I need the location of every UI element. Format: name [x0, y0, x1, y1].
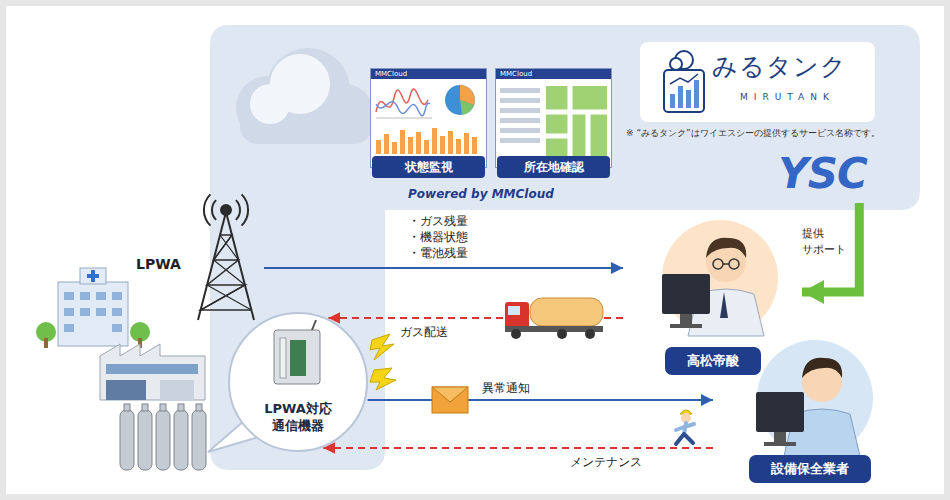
app-header: MMCloud: [375, 70, 407, 79]
company-logo: YSC: [765, 148, 880, 200]
alert-envelope: [432, 387, 468, 413]
supplier-person: [662, 220, 778, 336]
edge-label: 提供 サポート: [802, 226, 850, 258]
text-slot: メンテナンス: [570, 454, 670, 470]
text-slot: 設備保全業者: [715, 455, 905, 483]
screen-label: 状態監視: [372, 156, 485, 178]
logo-subtitle: MIRUTANK: [740, 92, 835, 102]
logo-panel: [640, 42, 875, 122]
text-slot: ※ “みるタンク”はワイエスシーの提供するサービス名称です。: [626, 127, 880, 140]
text-slot: ガス配送: [400, 324, 480, 340]
running-worker: [676, 410, 694, 444]
service-arrow: [323, 447, 713, 449]
lpwa-tower: LPWA: [190, 192, 262, 322]
app-header: MMCloud: [500, 70, 532, 79]
text-slot: ・ガス残量 ・機器状態 ・電池残量: [408, 213, 488, 261]
gas-supplier: 高松帝酸: [625, 215, 800, 375]
device-callout: LPWA対応 通信機器: [228, 312, 368, 452]
facility-buildings: [36, 268, 205, 400]
text-slot: Powered by MMCloud: [408, 187, 554, 201]
lpwa-tower-art: [198, 194, 254, 320]
dashboard-screens: [370, 68, 612, 168]
text-slot: みるタンク: [712, 50, 847, 83]
service-logo: みるタンク MIRUTANK: [640, 42, 875, 122]
edge-label: ガス配送: [400, 324, 480, 340]
screen-label: 所在地確認: [497, 156, 610, 178]
text-slot: YSC: [765, 148, 880, 200]
signal-marks: [370, 334, 396, 390]
actor-label: 設備保全業者: [749, 455, 871, 483]
text-slot: 高松帝酸: [625, 347, 800, 375]
powered-by-note: Powered by MMCloud: [408, 187, 554, 201]
data-arrow: [368, 399, 713, 401]
text-slot: 異常通知: [482, 380, 562, 396]
device-art: [208, 313, 367, 452]
text-slot: MMCloud: [375, 70, 407, 79]
edge-label: メンテナンス: [570, 454, 670, 470]
service-note: ※ “みるタンク”はワイエスシーの提供するサービス名称です。: [626, 127, 880, 140]
edge-label: 異常通知: [482, 380, 562, 396]
actor-label: 高松帝酸: [665, 347, 761, 375]
logo-text: YSC: [765, 148, 880, 200]
text-slot: MMCloud: [500, 70, 532, 79]
dashboard-card: MMCloud状態監視: [370, 68, 487, 168]
text-slot: 提供 サポート: [802, 226, 850, 258]
service-panel: [210, 25, 920, 470]
support-arrow: [802, 203, 859, 292]
logo-title: みるタンク: [712, 50, 847, 83]
text-slot: 所在地確認: [497, 156, 610, 178]
text-slot: 状態監視: [372, 156, 485, 178]
text-slot: LPWA対応 通信機器: [248, 400, 348, 434]
text-slot: LPWA: [136, 256, 181, 272]
data-arrow: [264, 267, 623, 269]
maintenance-person: [756, 340, 873, 456]
tower-label: LPWA: [136, 256, 181, 272]
edge-label: ・ガス残量 ・機器状態 ・電池残量: [408, 213, 488, 261]
dashboard-card: MMCloud所在地確認: [495, 68, 612, 168]
delivery-truck: [505, 298, 603, 339]
gas-cylinders: [120, 404, 206, 470]
text-slot: MIRUTANK: [740, 92, 835, 102]
cloud-icon: [236, 48, 373, 144]
device-label: LPWA対応 通信機器: [248, 400, 348, 434]
